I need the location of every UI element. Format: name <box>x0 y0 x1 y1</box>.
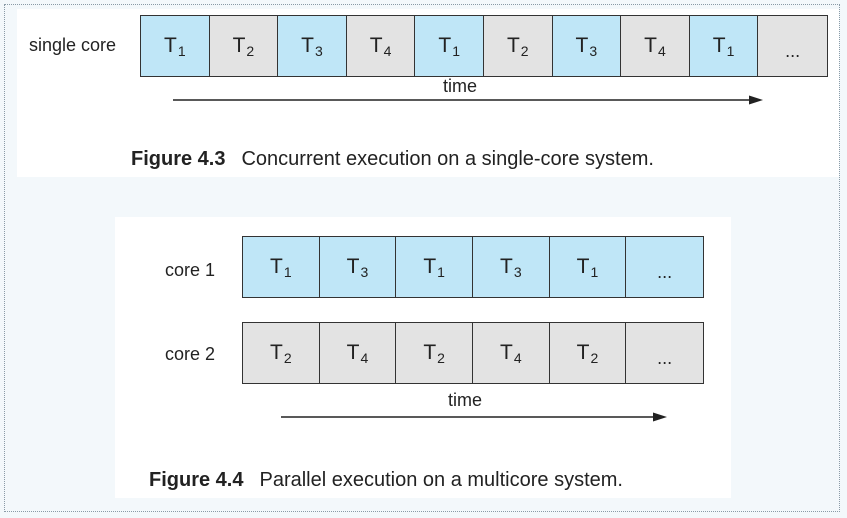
single-core-label: single core <box>29 35 117 55</box>
slot-subscript: 3 <box>315 43 323 59</box>
slot-label: T <box>576 255 590 278</box>
ellipsis-slot: ... <box>758 16 827 76</box>
slot-subscript: 3 <box>360 264 369 280</box>
slot-subscript: 1 <box>437 264 445 280</box>
slot-subscript: 1 <box>177 43 186 59</box>
slot-label: T <box>712 34 726 57</box>
slot-label: T <box>232 34 246 57</box>
slot-subscript: 1 <box>283 264 292 280</box>
slot-label: T <box>301 34 314 57</box>
slot-label: T <box>270 341 283 364</box>
slot-subscript: 1 <box>590 264 599 280</box>
slot-label: T <box>346 341 360 364</box>
figure-4-4-caption: Figure 4.4 Parallel execution on a multic… <box>149 469 623 492</box>
slot-label: T <box>499 255 513 278</box>
slot-subscript: 2 <box>246 43 255 59</box>
slot-label: T <box>423 255 437 278</box>
slot-label: T <box>499 341 513 364</box>
slot-label: T <box>423 341 437 364</box>
slot-label: T <box>346 255 360 278</box>
core-1-label: core 1 <box>165 260 216 280</box>
slot-subscript: 4 <box>383 43 392 59</box>
slot-label: T <box>438 34 452 57</box>
slot-subscript: 2 <box>437 350 445 366</box>
core-2-label: core 2 <box>165 344 216 364</box>
slot-subscript: 2 <box>590 350 599 366</box>
slot-label: T <box>369 34 383 57</box>
slot-label: T <box>576 341 590 364</box>
slot-label: T <box>575 34 589 57</box>
slot-label: T <box>506 34 520 57</box>
slot-subscript: 3 <box>589 43 598 59</box>
slot-label: ... <box>785 40 801 61</box>
time-label: time <box>448 390 483 410</box>
time-label: time <box>443 76 478 96</box>
time-arrow <box>173 95 763 105</box>
slot-subscript: 4 <box>657 43 666 59</box>
time-arrow <box>281 412 667 422</box>
slot-subscript: 1 <box>452 43 460 59</box>
figure-4-3-caption: Figure 4.3 Concurrent execution on a sing… <box>131 148 654 171</box>
caption-number: Figure 4.4 <box>149 469 244 491</box>
slot-subscript: 2 <box>283 350 292 366</box>
ellipsis-slot: ... <box>626 237 703 297</box>
slot-subscript: 1 <box>726 43 735 59</box>
slot-label: ... <box>657 261 673 282</box>
slot-subscript: 4 <box>360 350 369 366</box>
caption-text: Concurrent execution on a single-core sy… <box>241 148 654 170</box>
caption-text: Parallel execution on a multicore system… <box>259 469 623 491</box>
slot-subscript: 2 <box>520 43 529 59</box>
slot-label: ... <box>657 347 673 368</box>
caption-number: Figure 4.3 <box>131 148 226 170</box>
ellipsis-slot: ... <box>626 323 703 383</box>
slot-label: T <box>163 34 177 57</box>
figure-frame <box>4 4 840 512</box>
slot-label: T <box>270 255 283 278</box>
slot-subscript: 4 <box>513 350 522 366</box>
slot-label: T <box>644 34 657 57</box>
slot-subscript: 3 <box>513 264 522 280</box>
